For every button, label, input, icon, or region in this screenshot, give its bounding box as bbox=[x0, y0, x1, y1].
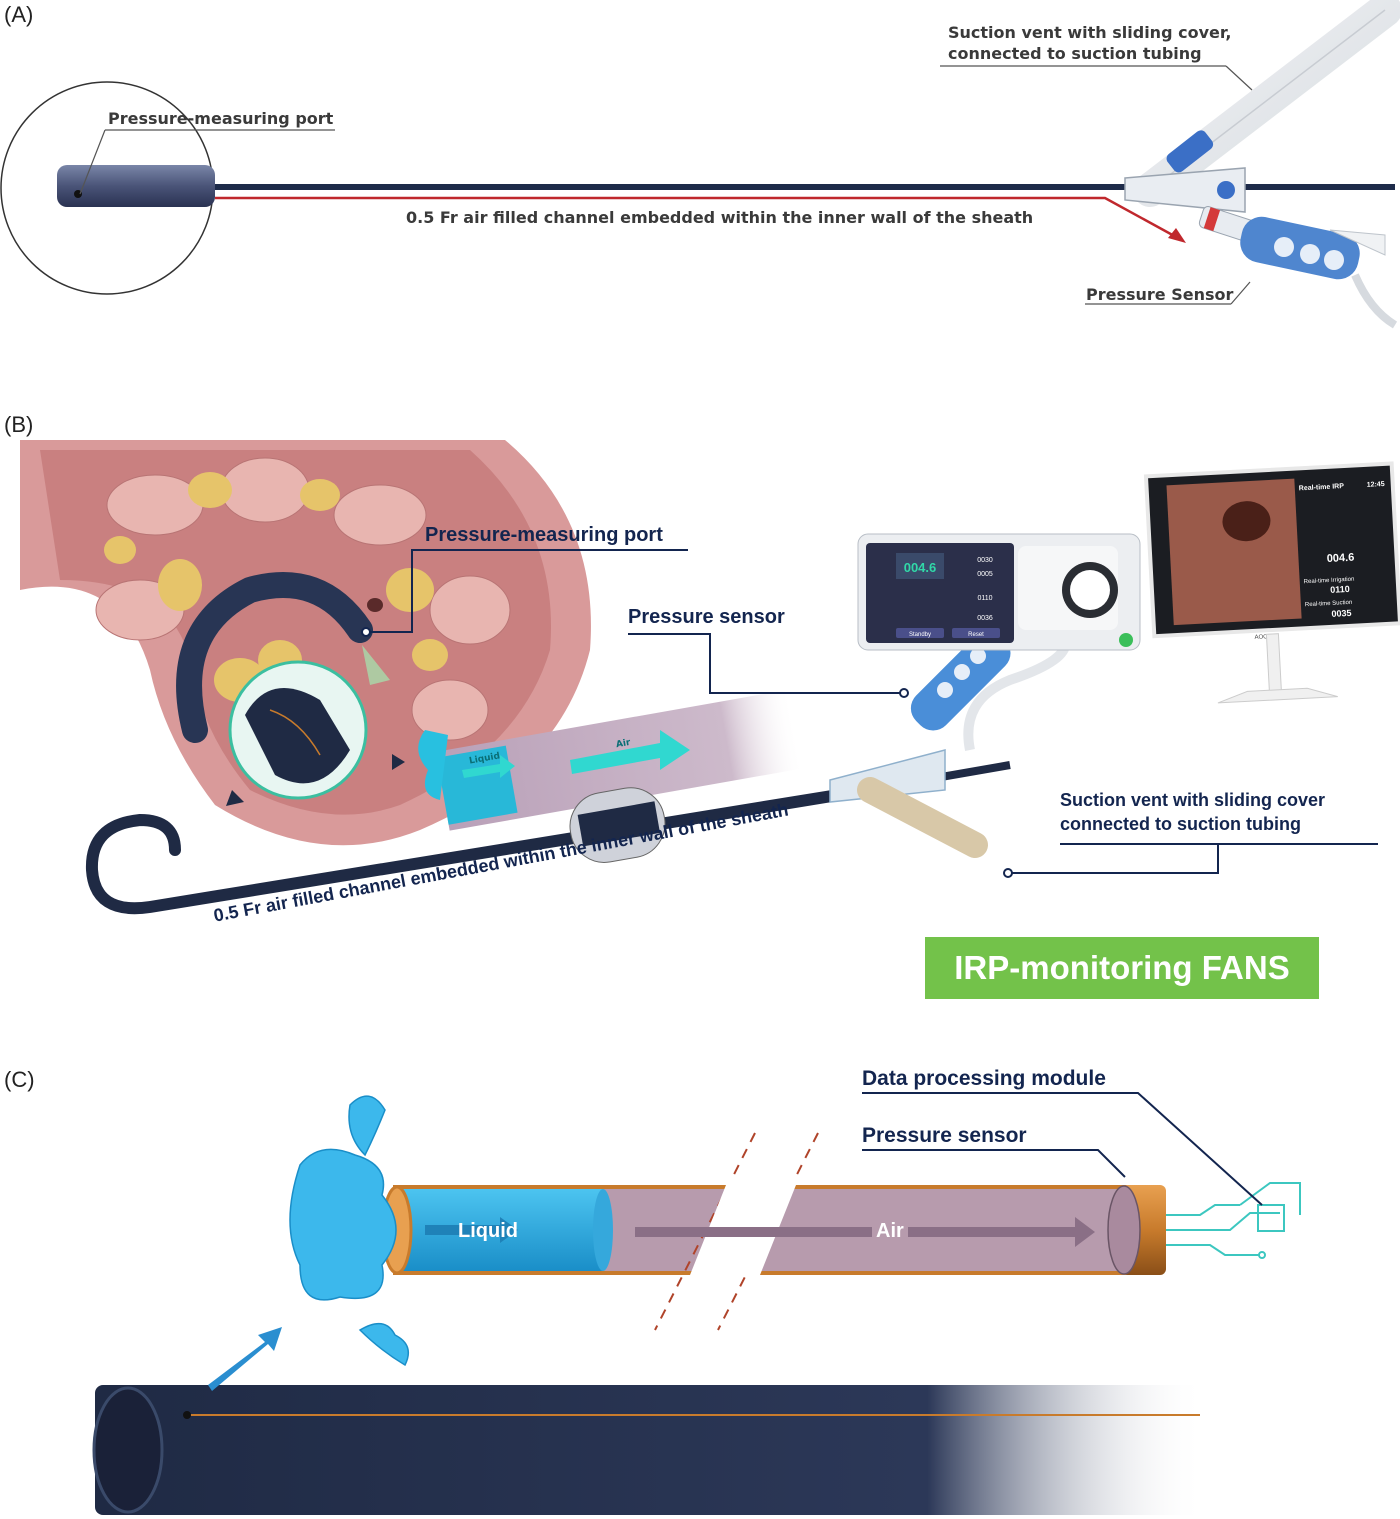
console-target-irp: 0005 bbox=[977, 571, 993, 578]
liquid-splash bbox=[289, 1095, 410, 1367]
panel-b-illustration: 004.6 0030 0005 0110 0036 Standby Reset … bbox=[20, 440, 1400, 915]
panel-letter: (C) bbox=[4, 1067, 35, 1092]
leader-sensor bbox=[628, 633, 904, 694]
monitor: Real-time IRP 12:45 004.6 Real-time Irri… bbox=[1143, 461, 1400, 704]
monitor-suction-value: 0035 bbox=[1331, 608, 1352, 619]
panel-c-illustration bbox=[92, 1092, 1301, 1515]
circuit-board bbox=[1166, 1182, 1301, 1259]
panel-c: (C) bbox=[0, 1065, 1400, 1519]
label-air-channel: 0.5 Fr air filled channel embedded withi… bbox=[406, 208, 1034, 227]
pressure-sensor-device bbox=[1240, 216, 1360, 280]
sensor-cable bbox=[1351, 273, 1398, 329]
monitor-title: Real-time IRP bbox=[1299, 483, 1345, 492]
console-btn-right: Reset bbox=[968, 632, 984, 638]
monitor-irrigation-label: Real-time Irrigation bbox=[1304, 577, 1355, 586]
label-pressure-sensor: Pressure Sensor bbox=[1086, 285, 1234, 304]
long-sheath bbox=[85, 789, 844, 915]
sheath-hub bbox=[1124, 167, 1246, 213]
leader-port bbox=[79, 129, 106, 195]
label-pressure-sensor: Pressure sensor bbox=[862, 1124, 1027, 1147]
panel-letter: (A) bbox=[4, 2, 34, 27]
console-irrigation: 0110 bbox=[977, 595, 992, 602]
liquid-arrow bbox=[425, 1217, 518, 1243]
panel-b: (B) bbox=[0, 410, 1400, 1030]
monitor-time: 12:45 bbox=[1367, 481, 1385, 489]
label-suction-line2: connected to suction tubing bbox=[1060, 814, 1301, 834]
air-channel-line bbox=[215, 196, 1179, 240]
panel-letter: (B) bbox=[4, 412, 34, 437]
leader-data-module bbox=[862, 1092, 1263, 1206]
sheath-tip bbox=[57, 165, 215, 207]
sheath-lower bbox=[95, 1385, 1205, 1515]
label-pressure-sensor: Pressure sensor bbox=[628, 606, 785, 628]
console-btn-left: Standby bbox=[909, 632, 931, 638]
port-dot bbox=[74, 190, 82, 198]
console-irp-value: 004.6 bbox=[904, 560, 937, 575]
air-channel-arrow bbox=[1168, 228, 1186, 243]
console-alert-irp: 0030 bbox=[977, 557, 993, 564]
renal-fat bbox=[104, 472, 448, 702]
sheath-lower-opening bbox=[92, 1386, 164, 1514]
console-suction: 0036 bbox=[977, 615, 993, 622]
label-liquid: Liquid bbox=[458, 1220, 518, 1242]
label-suction-line2: connected to suction tubing bbox=[948, 44, 1202, 63]
label-suction-line1: Suction vent with sliding cover bbox=[1060, 790, 1326, 810]
label-suction-line1: Suction vent with sliding cover, bbox=[948, 23, 1232, 42]
air-arrow bbox=[635, 1217, 1095, 1247]
sliding-cover bbox=[1166, 130, 1214, 173]
panel-a-illustration bbox=[0, 0, 1400, 329]
leader-port bbox=[366, 549, 688, 633]
monitor-brand: AOC bbox=[1254, 634, 1268, 641]
monitor-suction-label: Real-time Suction bbox=[1305, 600, 1353, 608]
label-data-module: Data processing module bbox=[862, 1067, 1106, 1090]
liquid-splash bbox=[418, 730, 448, 800]
label-pressure-port: Pressure-measuring port bbox=[425, 524, 663, 546]
sheath-in-kidney bbox=[176, 572, 373, 743]
panel-a: (A) bbox=[0, 0, 1400, 360]
sheath-line bbox=[215, 184, 1395, 190]
monitor-irp-value: 004.6 bbox=[1326, 552, 1354, 565]
label-pressure-port: Pressure-measuring port bbox=[108, 109, 334, 128]
irp-monitoring-badge: IRP-monitoring FANS bbox=[925, 937, 1319, 999]
port-arrow bbox=[208, 1327, 282, 1391]
monitor-irrigation-value: 0110 bbox=[1330, 584, 1350, 595]
endoscope-view bbox=[1166, 478, 1302, 626]
leader-sensor bbox=[862, 1149, 1126, 1178]
label-air: Air bbox=[872, 1220, 908, 1243]
